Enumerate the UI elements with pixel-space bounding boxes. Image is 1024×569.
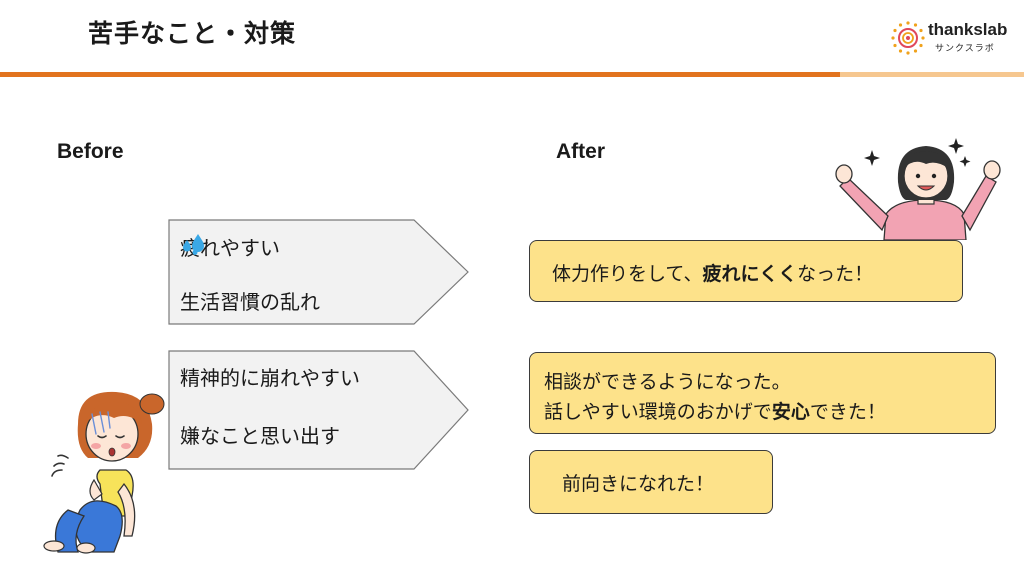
after-1-emphasis: 疲れにくく — [702, 263, 798, 285]
after-card-3: 前向きになれた！ — [529, 450, 773, 514]
after-2-text-b: できた！ — [809, 401, 886, 423]
after-heading: After — [556, 140, 606, 163]
sunburst-icon — [891, 21, 925, 55]
after-card-2: 相談ができるようになった。 話しやすい環境のおかげで安心できた！ — [529, 352, 996, 434]
after-2-line-1: 相談ができるようになった。 — [544, 371, 791, 393]
after-2-text-a: 話しやすい環境のおかげで — [544, 401, 772, 423]
after-2-emphasis: 安心 — [771, 401, 810, 423]
happy-woman-illustration — [835, 138, 1001, 240]
sweat-droplets-icon — [183, 234, 204, 255]
after-1-text-a: 体力作りをして、 — [552, 263, 703, 285]
page-title: 苦手なこと・対策 — [88, 19, 297, 48]
after-card-1: 体力作りをして、疲れにくくなった！ — [529, 240, 963, 302]
before-heading: Before — [57, 140, 124, 163]
before-card-2: 精神的に崩れやすい 嫌なこと思い出す — [168, 350, 470, 470]
before-2-line-2: 嫌なこと思い出す — [180, 424, 340, 448]
logo-name: thankslab — [928, 20, 1008, 39]
header-rule — [0, 72, 840, 77]
before-card-1: 疲れやすい 生活習慣の乱れ — [168, 219, 470, 325]
logo-subtitle: サンクスラボ — [935, 44, 995, 54]
before-1-line-2: 生活習慣の乱れ — [180, 290, 320, 314]
before-2-line-1: 精神的に崩れやすい — [180, 366, 360, 390]
header-rule-light — [840, 72, 1024, 77]
after-3-text: 前向きになれた！ — [562, 473, 715, 495]
thankslab-logo: thankslab サンクスラボ — [888, 18, 1018, 58]
after-1-text-b: なった！ — [797, 263, 874, 285]
tired-woman-illustration — [43, 391, 165, 554]
